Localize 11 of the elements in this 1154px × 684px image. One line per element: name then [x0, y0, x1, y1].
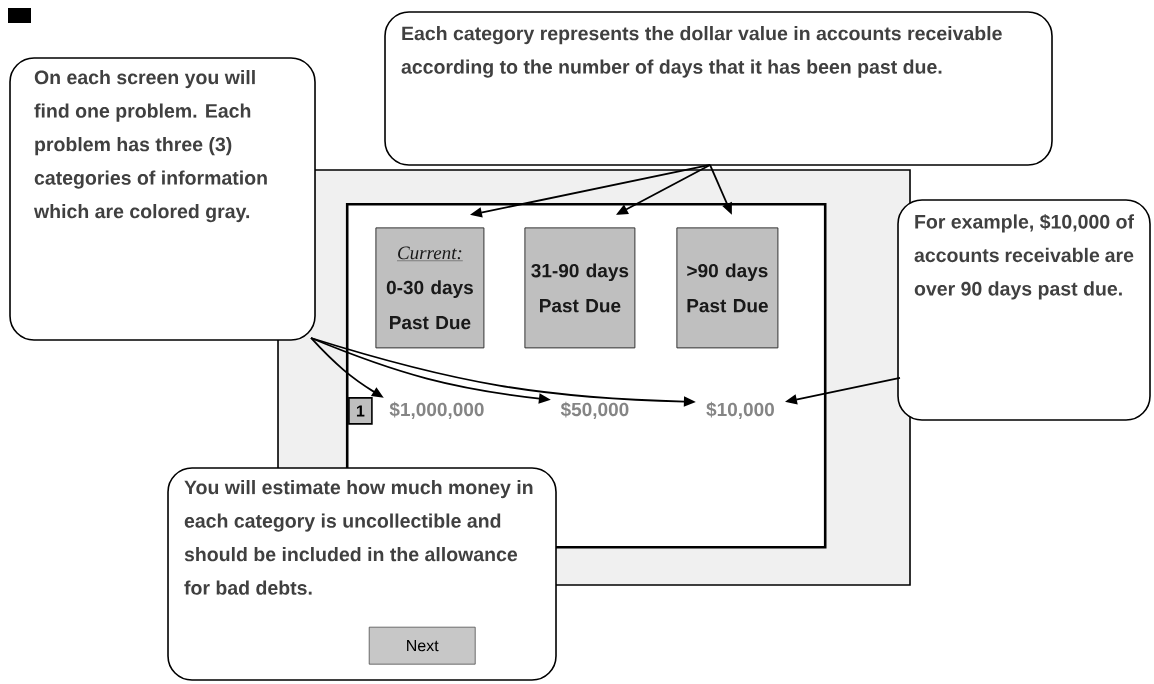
callout-bubble: Each category represents the dollar value in accounts receivable according to the number of days that it has been past due. [384, 11, 1053, 166]
category-box: 31-90 days Past Due [524, 227, 636, 349]
callout-bubble: For example, $10,000 of accounts receivable are over 90 days past due. [897, 199, 1151, 421]
problem-number: 1 [348, 397, 373, 425]
amount-text: $50,000 [560, 401, 629, 419]
amount-text: $1,000,000 [389, 401, 484, 419]
callout-bubble: On each screen you will find one problem. Each problem has three (3) categories of information which are colored gray. [9, 57, 316, 341]
amount-text: $10,000 [706, 401, 774, 419]
category-box: >90 days Past Due [676, 227, 779, 349]
next-button: Next [368, 626, 476, 665]
category-box: Current: 0-30 days Past Due [375, 227, 485, 349]
